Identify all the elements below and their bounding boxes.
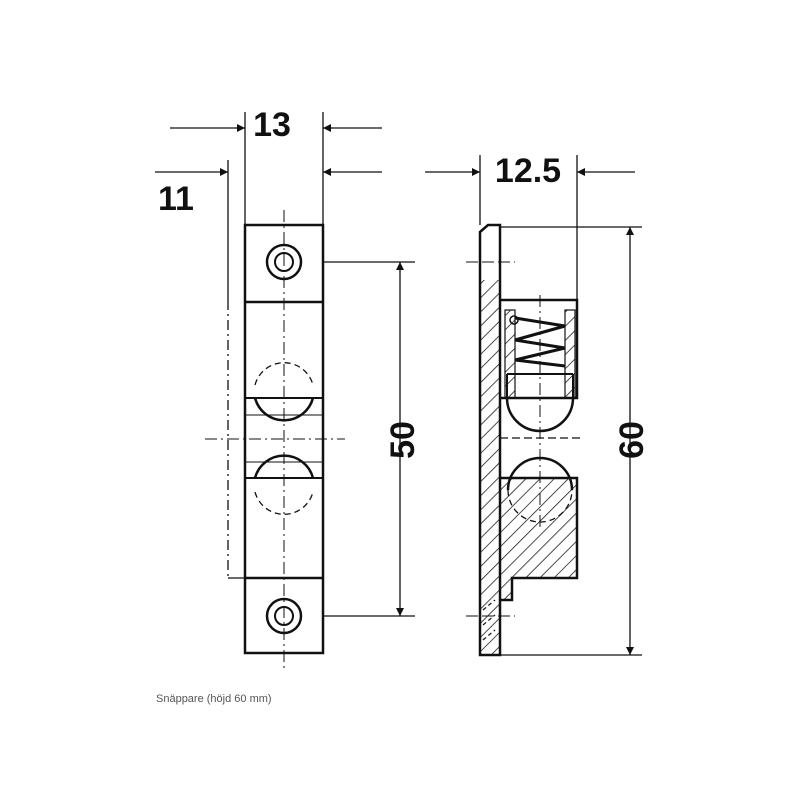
dim-width-outer: 13 xyxy=(253,106,291,144)
front-dimension-lines xyxy=(155,112,415,617)
side-view xyxy=(466,223,580,657)
front-view xyxy=(205,210,345,670)
dim-hole-spacing: 50 xyxy=(384,421,422,459)
drawing-caption: Snäppare (höjd 60 mm) xyxy=(156,693,272,705)
dim-depth: 12.5 xyxy=(495,152,561,190)
side-dimension-lines xyxy=(425,155,642,656)
dim-height: 60 xyxy=(613,421,651,459)
dim-width-inner: 11 xyxy=(158,180,194,218)
